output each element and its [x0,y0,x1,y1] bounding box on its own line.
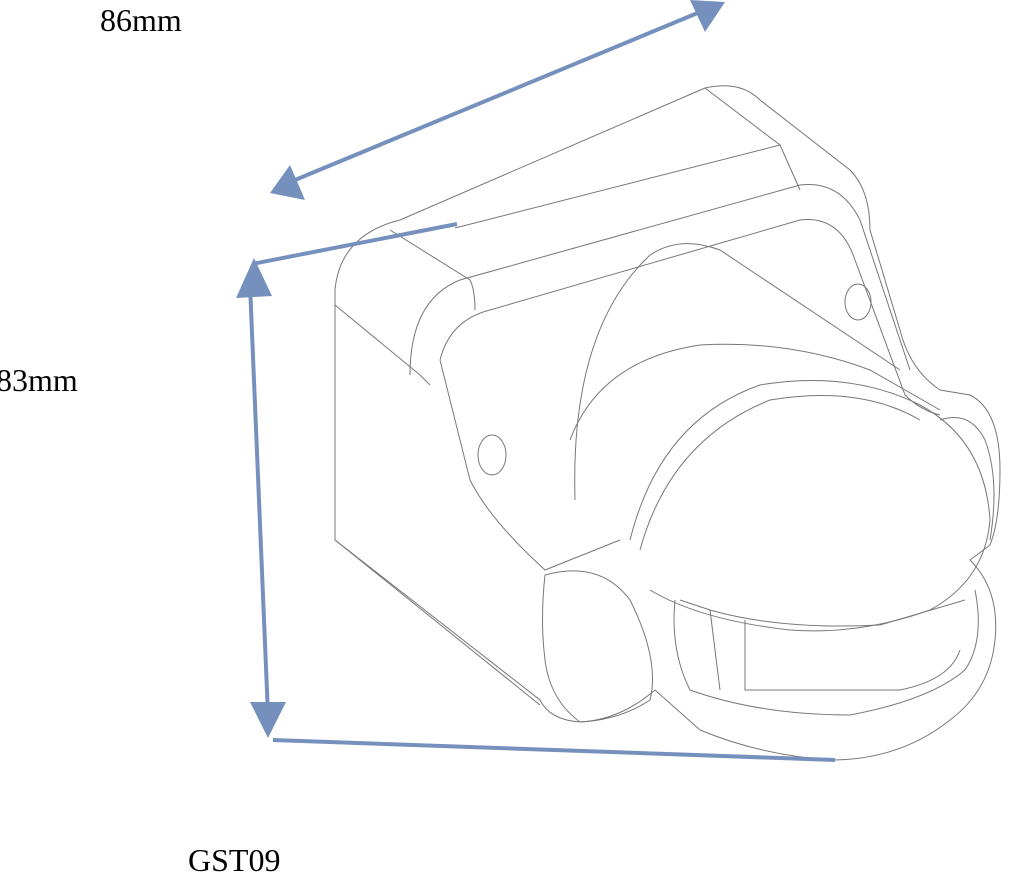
height-dimension-arrow [236,222,836,762]
sensor-outline [334,85,1001,761]
height-label: 83mm [0,362,78,398]
width-label: 86mm [100,2,182,38]
model-label: GST09 [188,842,281,878]
width-dimension-arrow [270,0,725,200]
